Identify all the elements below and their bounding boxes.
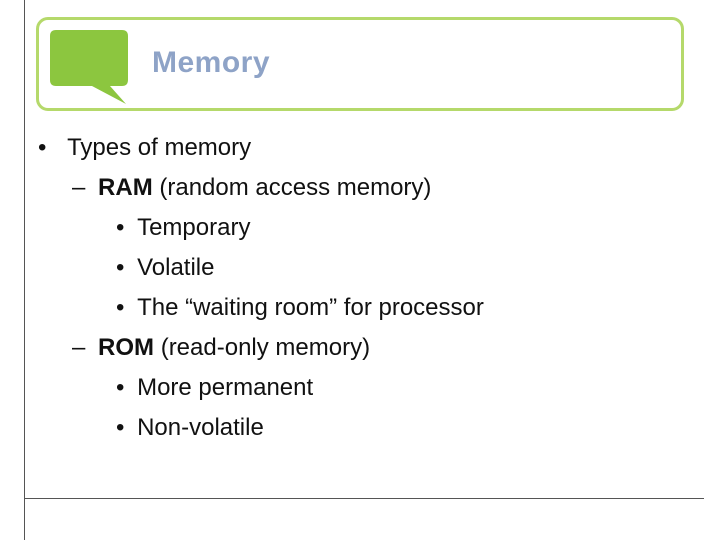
list-item: • Types of memory: [38, 134, 251, 162]
dash-marker: –: [72, 334, 86, 361]
bullet-marker: •: [116, 294, 125, 321]
rom-description: (read-only memory): [154, 334, 371, 361]
bullet-marker: •: [116, 374, 125, 401]
ram-description: (random access memory): [152, 174, 432, 201]
dash-marker: –: [72, 174, 86, 201]
ram-label: RAM: [98, 174, 153, 201]
bullet-text: Non-volatile: [137, 414, 264, 441]
bullet-marker: •: [116, 414, 125, 441]
list-item: • Temporary: [116, 214, 250, 242]
bullet-marker: •: [116, 214, 125, 241]
list-item: • Volatile: [116, 254, 214, 282]
list-item-rom: – ROM (read-only memory): [72, 334, 370, 362]
bullet-text: More permanent: [137, 374, 314, 401]
title-frame: [36, 17, 684, 111]
left-border-line: [24, 0, 25, 540]
bullet-text: Temporary: [137, 214, 251, 241]
list-item: • The “waiting room” for processor: [116, 294, 484, 322]
rom-label: ROM: [98, 334, 155, 361]
speech-bubble-icon: [50, 30, 128, 104]
list-item: • Non-volatile: [116, 414, 264, 442]
slide-title: Memory: [152, 46, 271, 79]
bottom-border-line: [24, 498, 704, 499]
bullet-text: The “waiting room” for processor: [137, 294, 484, 321]
list-item: • More permanent: [116, 374, 313, 402]
bullet-marker: •: [116, 254, 125, 281]
bullet-marker: •: [38, 134, 47, 161]
bullet-text: Volatile: [137, 254, 215, 281]
list-item-ram: – RAM (random access memory): [72, 174, 431, 202]
bullet-text: Types of memory: [67, 134, 252, 161]
